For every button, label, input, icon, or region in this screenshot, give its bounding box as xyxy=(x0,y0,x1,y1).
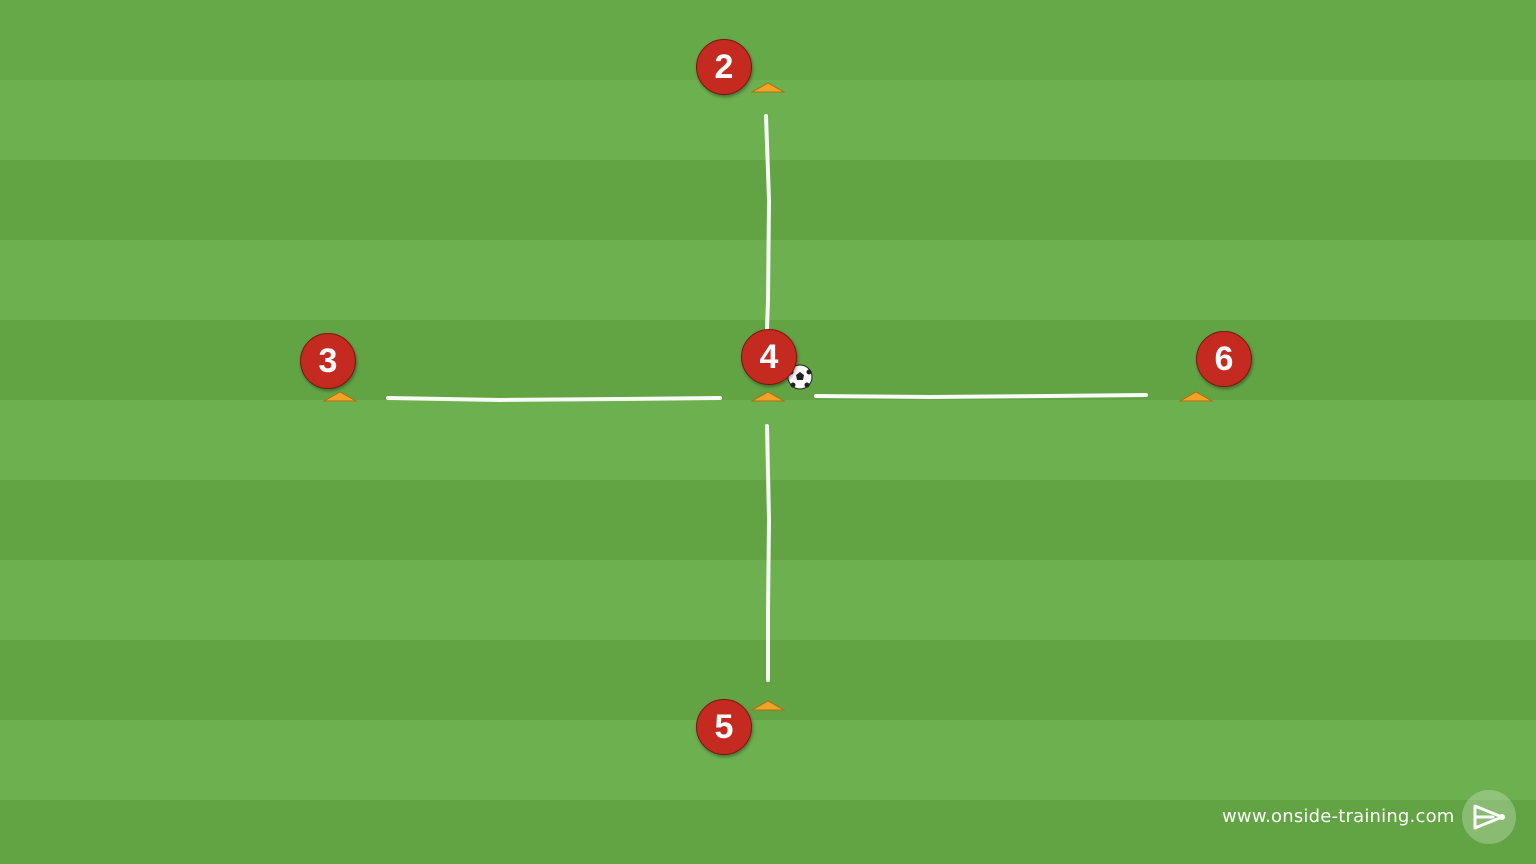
line-horizontal-left xyxy=(386,396,722,403)
cone-icon xyxy=(750,391,786,402)
cone-icon xyxy=(750,82,786,93)
onside-logo-icon xyxy=(1462,790,1516,844)
player-3[interactable]: 3 xyxy=(300,333,356,389)
player-2[interactable]: 2 xyxy=(696,39,752,95)
line-horizontal-right xyxy=(814,393,1148,400)
cone-icon xyxy=(1178,391,1214,402)
player-5[interactable]: 5 xyxy=(696,699,752,755)
cone-icon xyxy=(322,391,358,402)
player-6[interactable]: 6 xyxy=(1196,331,1252,387)
website-watermark: www.onside-training.com xyxy=(1222,806,1455,827)
player-4[interactable]: 4 xyxy=(741,329,797,385)
line-vertical-bottom xyxy=(765,424,772,682)
line-vertical-top xyxy=(764,114,772,330)
cone-icon xyxy=(750,700,786,711)
